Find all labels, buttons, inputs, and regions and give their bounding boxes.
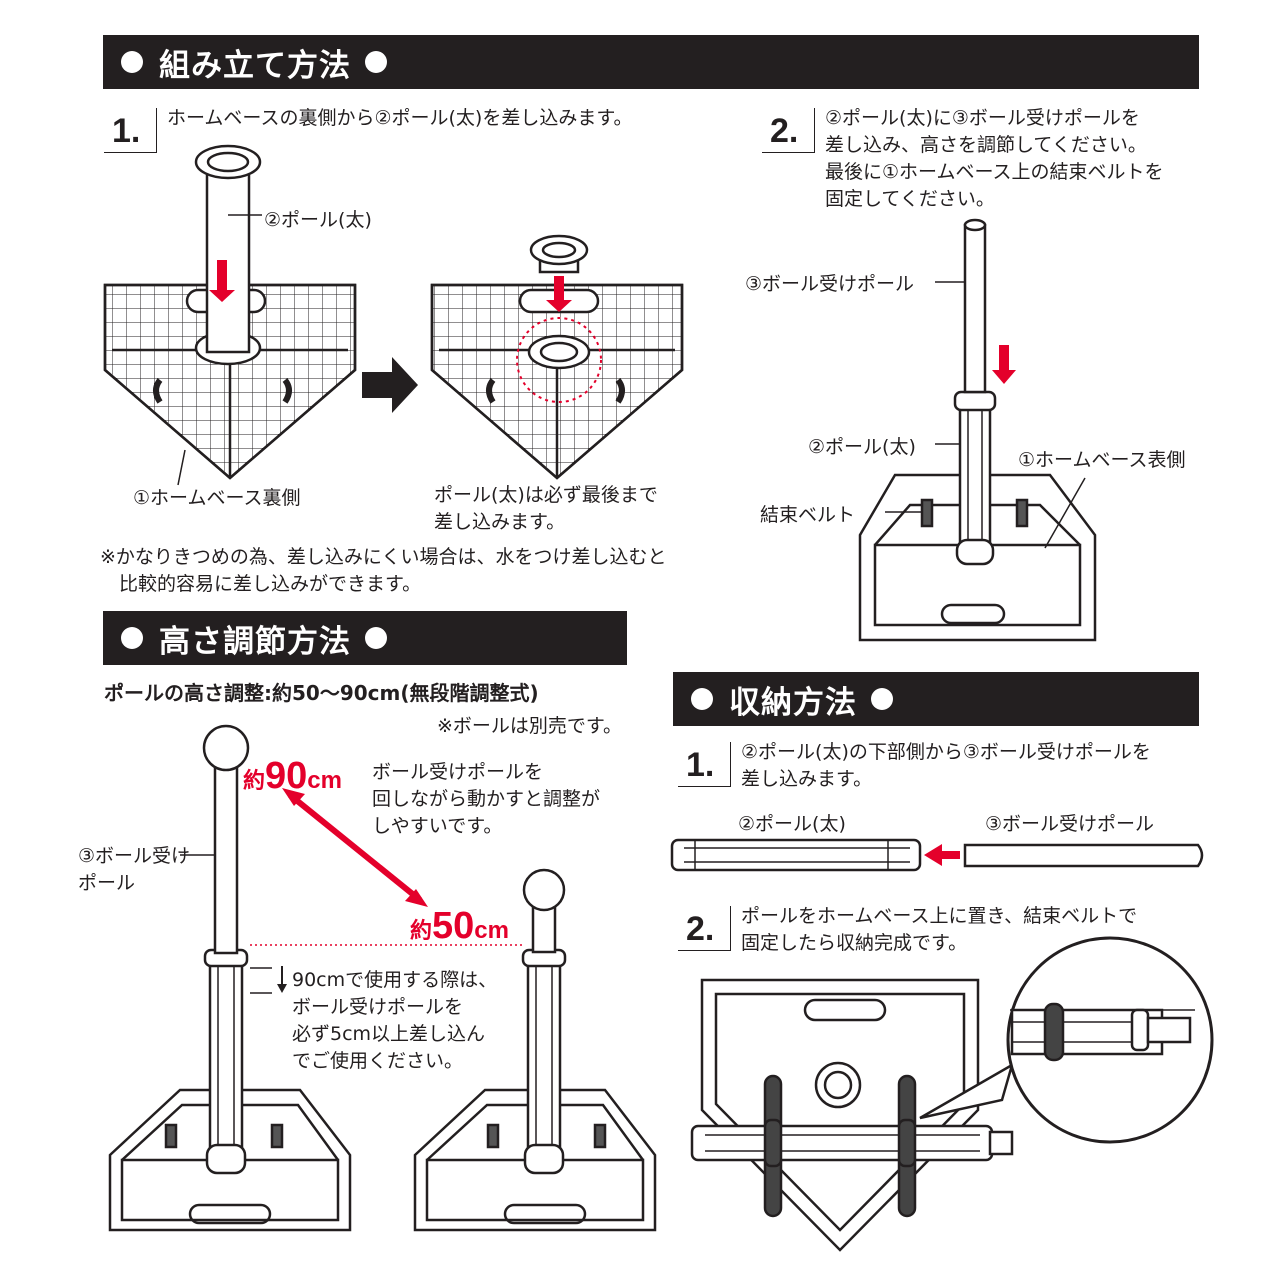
storage-step-1: 1. ②ポール(太)の下部側から③ボール受けポールを 差し込みます。: [678, 741, 1151, 793]
min-unit: cm: [474, 917, 509, 944]
assembly-step-2: 2. ②ポール(太)に③ボール受けポールを 差し込み、高さを調節してください。 …: [762, 107, 1164, 213]
max-height-label: 約90cm: [243, 755, 342, 798]
height-spec: ポールの高さ調整:約50〜90cm(無段階調整式): [104, 681, 539, 705]
adjust-tip: ボール受けポールを 回しながら動かすと調整が しやすいです。: [372, 761, 601, 837]
section-title: 高さ調節方法: [159, 623, 351, 660]
bullet-icon: [691, 688, 713, 710]
max-value: 90: [265, 755, 308, 797]
storage-step-2: 2. ポールをホームベース上に置き、結束ベルトで 固定したら収納完成です。: [678, 905, 1138, 957]
base-back-illustration: [103, 144, 357, 486]
ball-sold-separately: ※ボールは別売です。: [437, 715, 623, 737]
label-pole-thick-2: ②ポール(太): [808, 436, 916, 458]
step-number: 2.: [678, 906, 731, 951]
storage-poles-illustration: [670, 838, 1204, 872]
bullet-icon: [365, 627, 387, 649]
base-back-inserted-illustration: [430, 234, 684, 480]
arrow-down-icon: [277, 984, 287, 993]
label-belt: 結束ベルト: [760, 504, 856, 526]
arrow-down-icon: [209, 260, 235, 302]
step-text: ②ポール(太)に③ボール受けポールを 差し込み、高さを調節してください。 最後に…: [825, 107, 1164, 210]
label-ball-pole: ③ボール受けポール: [745, 273, 915, 295]
bullet-icon: [121, 627, 143, 649]
max-unit: cm: [307, 767, 342, 794]
step-text: ポールをホームベース上に置き、結束ベルトで 固定したら収納完成です。: [741, 905, 1138, 954]
label-base-front: ①ホームベース表側: [1018, 449, 1186, 471]
step-number: 1.: [104, 108, 157, 153]
section-header-assembly: 組み立て方法: [103, 35, 1199, 89]
short-tee-illustration: [413, 868, 657, 1232]
step-text: ②ポール(太)の下部側から③ボール受けポールを 差し込みます。: [741, 741, 1151, 790]
assembly-step-1: 1. ホームベースの裏側から②ポール(太)を差し込みます。: [104, 107, 633, 153]
assembly-note: ※かなりきつめの為、差し込みにくい場合は、水をつけ差し込むと 比較的容易に差し込…: [100, 546, 667, 595]
tall-tee-illustration: [108, 724, 352, 1232]
arrow-down-icon: [546, 276, 572, 312]
bullet-icon: [365, 51, 387, 73]
step-text: ホームベースの裏側から②ポール(太)を差し込みます。: [167, 107, 633, 129]
label-pole-thick: ②ポール(太): [264, 209, 372, 231]
section-title: 組み立て方法: [159, 47, 351, 84]
step-number: 1.: [678, 742, 731, 787]
height-caution: 90cmで使用する際は、 ボール受けポールを 必ず5cm以上差し込ん でご使用く…: [292, 969, 498, 1072]
section-header-storage: 収納方法: [673, 672, 1199, 726]
min-height-label: 約50cm: [410, 905, 509, 948]
label-ball-pole-height: ③ボール受け ポール: [78, 845, 191, 894]
bullet-icon: [871, 688, 893, 710]
bullet-icon: [121, 51, 143, 73]
label-pole-thick-storage: ②ポール(太): [738, 813, 846, 835]
arrow-right-icon: [362, 357, 418, 413]
section-header-height: 高さ調節方法: [103, 611, 627, 665]
label-ball-pole-storage: ③ボール受けポール: [985, 813, 1155, 835]
assembled-tee-illustration: [858, 218, 1097, 642]
label-base-back: ①ホームベース裏側: [133, 487, 301, 509]
arrow-down-icon: [992, 345, 1016, 384]
arrow-left-icon: [924, 844, 960, 866]
step-number: 2.: [762, 108, 815, 153]
min-prefix: 約: [410, 919, 433, 944]
storage-complete-illustration: [690, 936, 1214, 1252]
label-insert-fully: ポール(太)は必ず最後まで 差し込みます。: [434, 484, 658, 533]
min-value: 50: [432, 905, 475, 947]
max-prefix: 約: [243, 769, 266, 794]
section-title: 収納方法: [729, 684, 857, 721]
